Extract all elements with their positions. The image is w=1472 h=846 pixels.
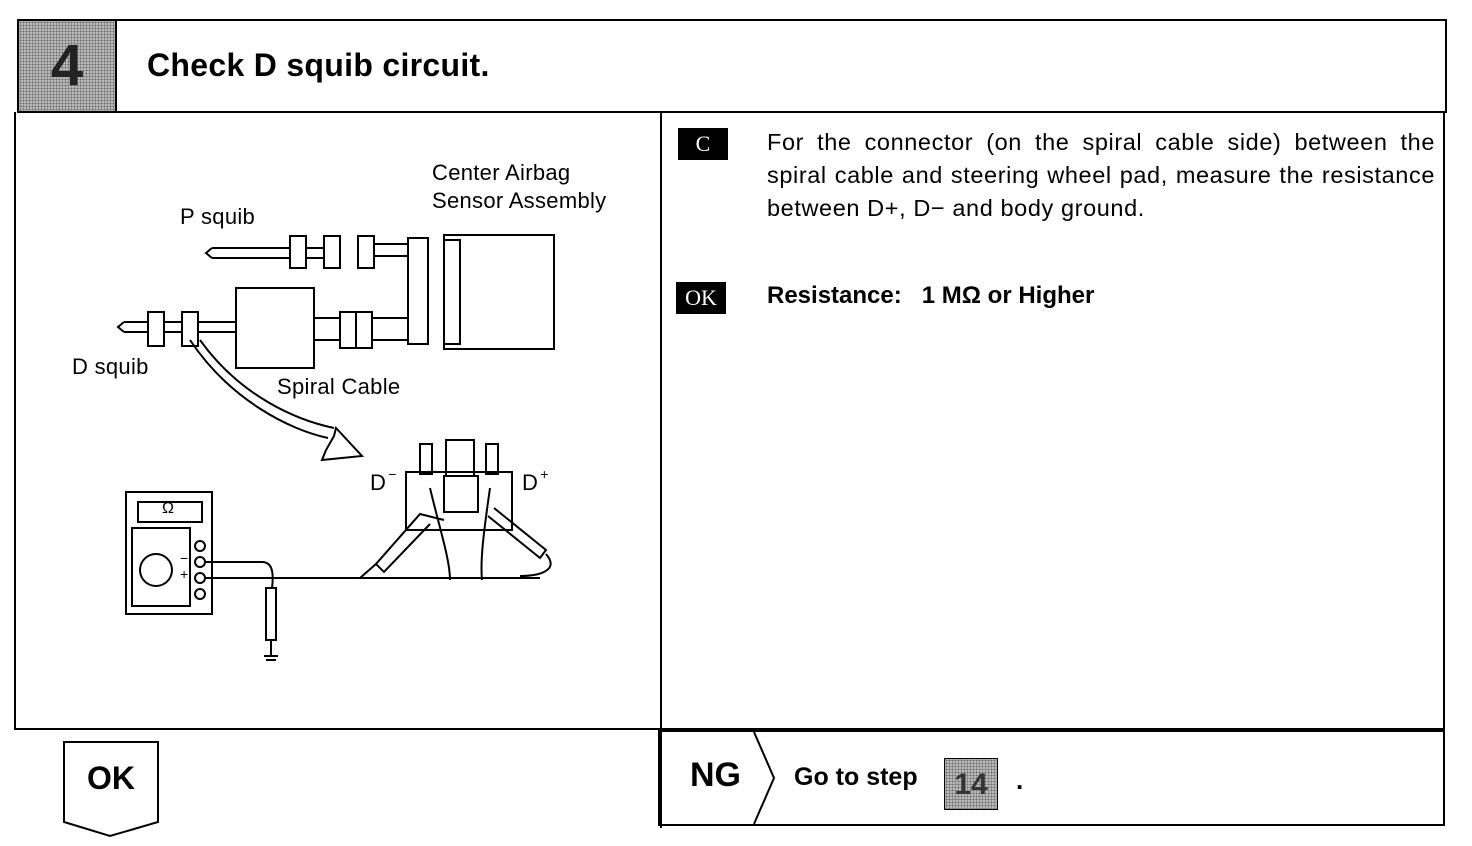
ng-box: [658, 730, 1445, 826]
ng-label: NG: [690, 756, 741, 794]
circuit-diagram: [116, 234, 555, 661]
d-squib-connector-2: [181, 311, 199, 347]
sensor-assembly-connector: [443, 239, 461, 345]
p-squib-label: P squib: [180, 204, 256, 229]
ohm-symbol: Ω: [162, 500, 175, 517]
p-squib-connector-3: [357, 235, 375, 269]
ng-chevron: [753, 731, 776, 825]
sensor-side-connector: [407, 237, 429, 345]
main-panel: [14, 112, 1445, 828]
connector-closeup-body: [405, 471, 513, 531]
center-airbag-label-2: Sensor Assembly: [432, 188, 607, 213]
d-plus-label: D+: [522, 466, 549, 495]
spiral-cable-label: Spiral Cable: [277, 374, 401, 399]
ok-arrow-shape: [63, 741, 159, 838]
instruction-text: For the connector (on the spiral cable s…: [767, 129, 1435, 221]
center-airbag-label-1: Center Airbag: [432, 160, 571, 185]
c-badge: C: [678, 128, 728, 160]
multimeter-display: [137, 501, 203, 523]
minus-terminal-label: −: [180, 550, 189, 566]
goto-text: Go to step: [794, 763, 918, 791]
spiral-connector-1: [339, 311, 357, 349]
resistance-value: 1 MΩ or Higher: [921, 282, 1095, 309]
plus-terminal-label: +: [180, 566, 189, 582]
p-squib-connector-1: [289, 235, 307, 269]
ground-probe: [265, 587, 277, 641]
d-squib-label: D squib: [72, 354, 149, 379]
ok-label: OK: [87, 760, 135, 796]
goto-step-link[interactable]: 14: [944, 758, 998, 810]
ok-badge: OK: [676, 282, 726, 314]
resistance-label: Resistance:: [767, 282, 902, 309]
step-title: Check D squib circuit.: [147, 47, 490, 83]
d-squib-connector-1: [147, 311, 165, 347]
d-minus-label: D−: [370, 466, 397, 495]
spiral-cable-box: [235, 287, 315, 369]
multimeter-body: [125, 491, 213, 615]
spiral-connector-2: [355, 311, 373, 349]
step-number-box: 4: [19, 21, 117, 111]
resistance-spec: Resistance: 1 MΩ or Higher: [767, 282, 1094, 310]
step-number: 4: [50, 33, 84, 98]
panel-divider: [660, 112, 662, 828]
multimeter-dial: [139, 553, 173, 587]
goto-period: .: [1016, 765, 1024, 795]
step-header: 4 Check D squib circuit.: [17, 19, 1447, 113]
p-squib-connector-2: [323, 235, 341, 269]
